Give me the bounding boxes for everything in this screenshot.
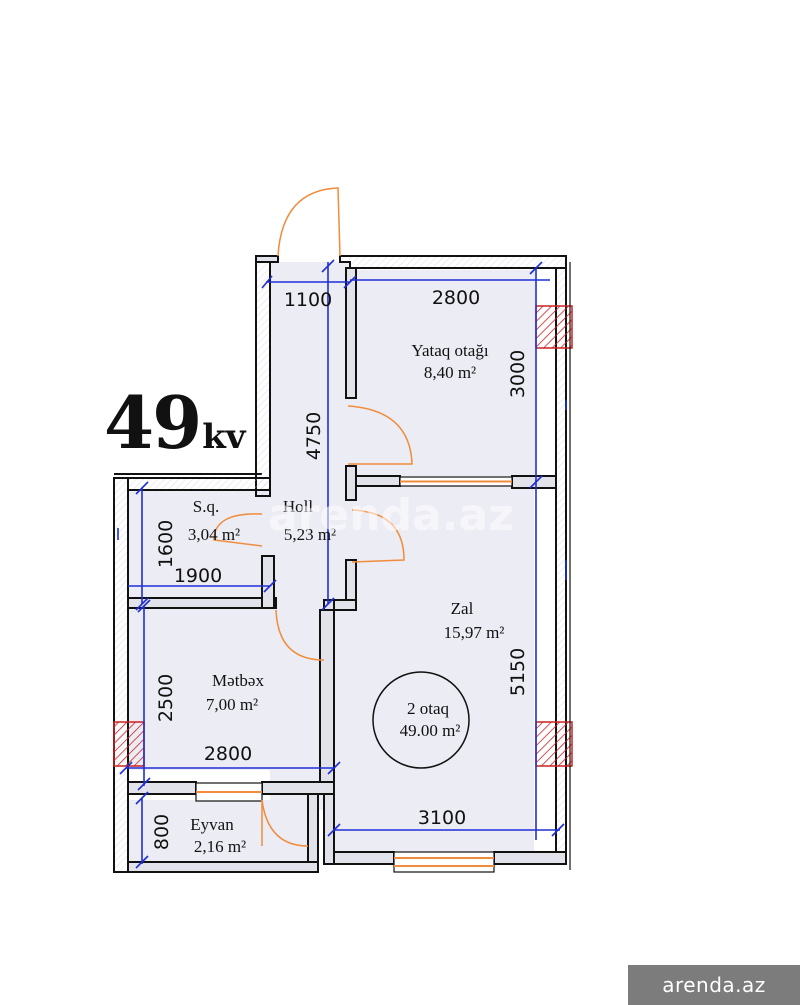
windows bbox=[195, 476, 513, 873]
dim-1100: 1100 bbox=[284, 289, 332, 311]
dim-3000: 3000 bbox=[507, 350, 529, 398]
room-name-metbex: Mətbəx bbox=[212, 671, 264, 690]
dim-1600: 1600 bbox=[155, 520, 177, 568]
summary-circle bbox=[372, 671, 470, 769]
apartment-size-title: 49kv bbox=[104, 380, 246, 465]
room-name-sq: S.q. bbox=[193, 497, 219, 516]
dim-4750: 4750 bbox=[303, 412, 325, 460]
dim-2800-top: 2800 bbox=[432, 287, 480, 309]
summary-rooms: 2 otaq bbox=[407, 699, 450, 718]
dimension-lines bbox=[117, 259, 567, 869]
title-unit: kv bbox=[202, 417, 246, 457]
room-area-yataq: 8,40 m² bbox=[424, 363, 476, 382]
room-name-zal: Zal bbox=[451, 599, 474, 618]
dim-5150: 5150 bbox=[507, 648, 529, 696]
dim-2500: 2500 bbox=[155, 674, 177, 722]
dim-1900: 1900 bbox=[174, 565, 222, 587]
doors bbox=[213, 187, 413, 847]
room-area-hall: 5,23 m² bbox=[284, 525, 336, 544]
room-name-yataq: Yataq otağı bbox=[411, 341, 488, 360]
room-name-hall: Holl bbox=[283, 497, 314, 516]
dim-800: 800 bbox=[151, 814, 173, 850]
dim-2800-mid: 2800 bbox=[204, 743, 252, 765]
dim-3100: 3100 bbox=[418, 807, 466, 829]
room-name-eyvan: Eyvan bbox=[190, 815, 234, 834]
site-watermark[interactable]: arenda.az bbox=[628, 965, 800, 1005]
room-area-zal: 15,97 m² bbox=[444, 623, 505, 642]
summary-area: 49.00 m² bbox=[400, 721, 461, 740]
room-area-sq: 3,04 m² bbox=[188, 525, 240, 544]
walls bbox=[113, 255, 567, 873]
title-number: 49 bbox=[104, 380, 202, 465]
vent-hatches bbox=[113, 305, 573, 767]
floor-areas bbox=[128, 262, 535, 862]
room-area-metbex: 7,00 m² bbox=[206, 695, 258, 714]
room-area-eyvan: 2,16 m² bbox=[194, 837, 246, 856]
